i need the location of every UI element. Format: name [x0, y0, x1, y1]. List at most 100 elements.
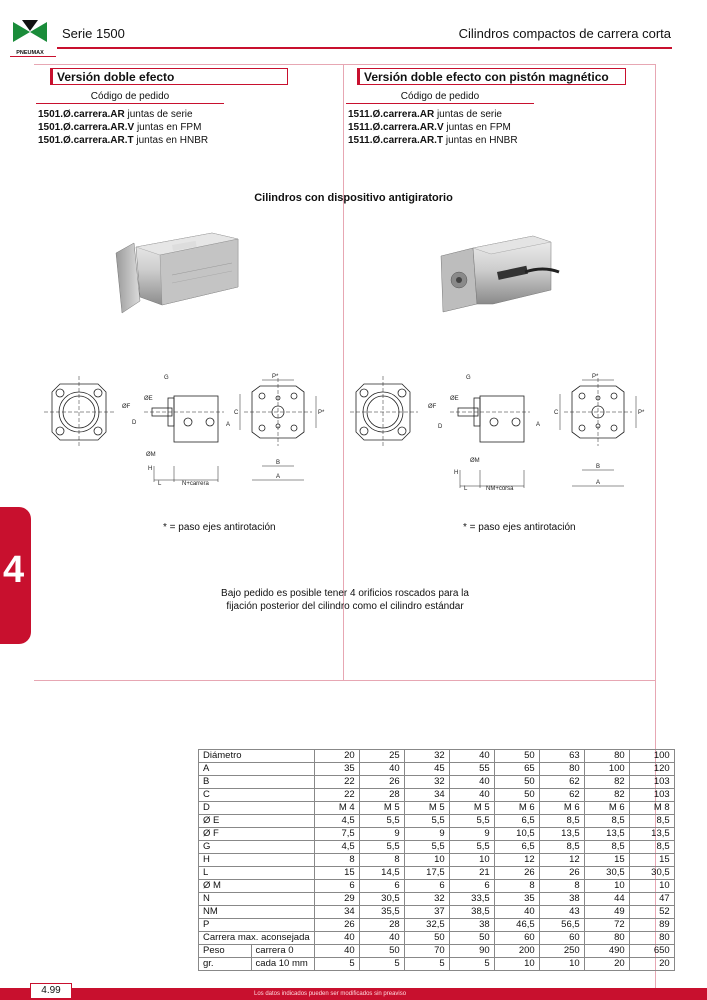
row-label: Diámetro [198, 749, 315, 763]
table-cell: 60 [493, 931, 540, 945]
table-cell: 6 [448, 879, 495, 893]
table-cell: 22 [313, 775, 360, 789]
frame-right [655, 64, 656, 988]
dim-c: C [554, 410, 559, 416]
table-cell: 25 [358, 749, 405, 763]
table-cell: 45 [403, 762, 450, 776]
table-cell: 32 [403, 775, 450, 789]
table-cell: 8,5 [628, 814, 675, 828]
row-label: Carrera max. aconsejada [198, 931, 315, 945]
row-label: cada 10 mm [250, 957, 315, 971]
table-cell: 80 [628, 931, 675, 945]
table-cell: 44 [583, 892, 630, 906]
table-cell: 8 [358, 853, 405, 867]
dim-c: C [234, 410, 239, 416]
right-note: * = paso ejes antirotación [463, 522, 576, 533]
table-cell: 8,5 [583, 814, 630, 828]
table-cell: 4,5 [313, 840, 360, 854]
code-line: 1501.Ø.carrera.AR juntas de serie [38, 109, 193, 120]
table-cell: 15 [313, 866, 360, 880]
dim-of: ØF [428, 404, 437, 410]
table-cell: 8,5 [538, 840, 585, 854]
table-cell: 20 [628, 957, 675, 971]
table-cell: 26 [538, 866, 585, 880]
table-cell: 103 [628, 775, 675, 789]
table-cell: 38 [448, 918, 495, 932]
table-cell: 15 [628, 853, 675, 867]
table-cell: 50 [358, 944, 405, 958]
table-cell: 40 [313, 944, 360, 958]
table-cell: 100 [583, 762, 630, 776]
left-code-head: Código de pedido [36, 89, 224, 104]
table-cell: 13,5 [583, 827, 630, 841]
dim-p2: P* [638, 410, 645, 416]
table-cell: 34 [403, 788, 450, 802]
table-cell: 5,5 [403, 840, 450, 854]
dim-oe: ØE [144, 396, 153, 402]
table-cell: 6,5 [493, 814, 540, 828]
left-codes: 1501.Ø.carrera.AR juntas de serie 1501.Ø… [38, 108, 208, 147]
dim-b: B [276, 460, 280, 466]
center-note-line: fijación posterior del cilindro como el … [226, 601, 464, 612]
row-label: A [198, 762, 315, 776]
table-cell: 6 [313, 879, 360, 893]
table-cell: M 6 [538, 801, 585, 815]
right-code-head: Código de pedido [346, 89, 534, 104]
table-cell: 650 [628, 944, 675, 958]
table-cell: M 6 [493, 801, 540, 815]
table-cell: 10 [583, 879, 630, 893]
table-cell: 26 [358, 775, 405, 789]
dim-p: P* [592, 374, 599, 380]
code-line: 1511.Ø.carrera.AR juntas de serie [348, 109, 502, 120]
frame-divider [343, 64, 344, 680]
table-cell: 8,5 [583, 840, 630, 854]
table-cell: 10 [628, 879, 675, 893]
table-cell: 90 [448, 944, 495, 958]
dim-d: D [132, 420, 137, 426]
table-cell: 20 [583, 957, 630, 971]
table-cell: 28 [358, 788, 405, 802]
dim-g: G [466, 375, 471, 381]
row-label: Ø E [198, 814, 315, 828]
table-cell: 13,5 [628, 827, 675, 841]
table-cell: 10 [493, 957, 540, 971]
dim-l: L [464, 486, 468, 492]
drawing-left: G ØE ØF D ØM H L N+carrera P* C A P* B A [44, 374, 325, 487]
table-cell: 43 [538, 905, 585, 919]
section-subtitle: Cilindros con dispositivo antigiratorio [254, 192, 453, 204]
dim-n: NM+corsa [486, 486, 514, 492]
table-cell: 62 [538, 775, 585, 789]
table-cell: 5,5 [448, 814, 495, 828]
dim-p2: P* [318, 410, 325, 416]
brand-logo: PNEUMAX [10, 18, 50, 56]
code-line: 1511.Ø.carrera.AR.T juntas en HNBR [348, 135, 518, 146]
dim-d: D [438, 424, 443, 430]
table-cell: M 8 [628, 801, 675, 815]
row-label: carrera 0 [250, 944, 315, 958]
header-rule [57, 47, 672, 49]
table-cell: 63 [538, 749, 585, 763]
table-cell: 50 [493, 775, 540, 789]
table-cell: 82 [583, 775, 630, 789]
table-cell: 10 [538, 957, 585, 971]
table-cell: 62 [538, 788, 585, 802]
dim-h: H [454, 470, 458, 476]
dim-om: ØM [146, 452, 156, 458]
table-cell: 8,5 [628, 840, 675, 854]
table-cell: 47 [628, 892, 675, 906]
table-cell: 34 [313, 905, 360, 919]
table-cell: 70 [403, 944, 450, 958]
dim-oe: ØE [450, 396, 459, 402]
row-label: Ø F [198, 827, 315, 841]
page-number: 4.99 [30, 983, 72, 999]
table-cell: 30,5 [358, 892, 405, 906]
